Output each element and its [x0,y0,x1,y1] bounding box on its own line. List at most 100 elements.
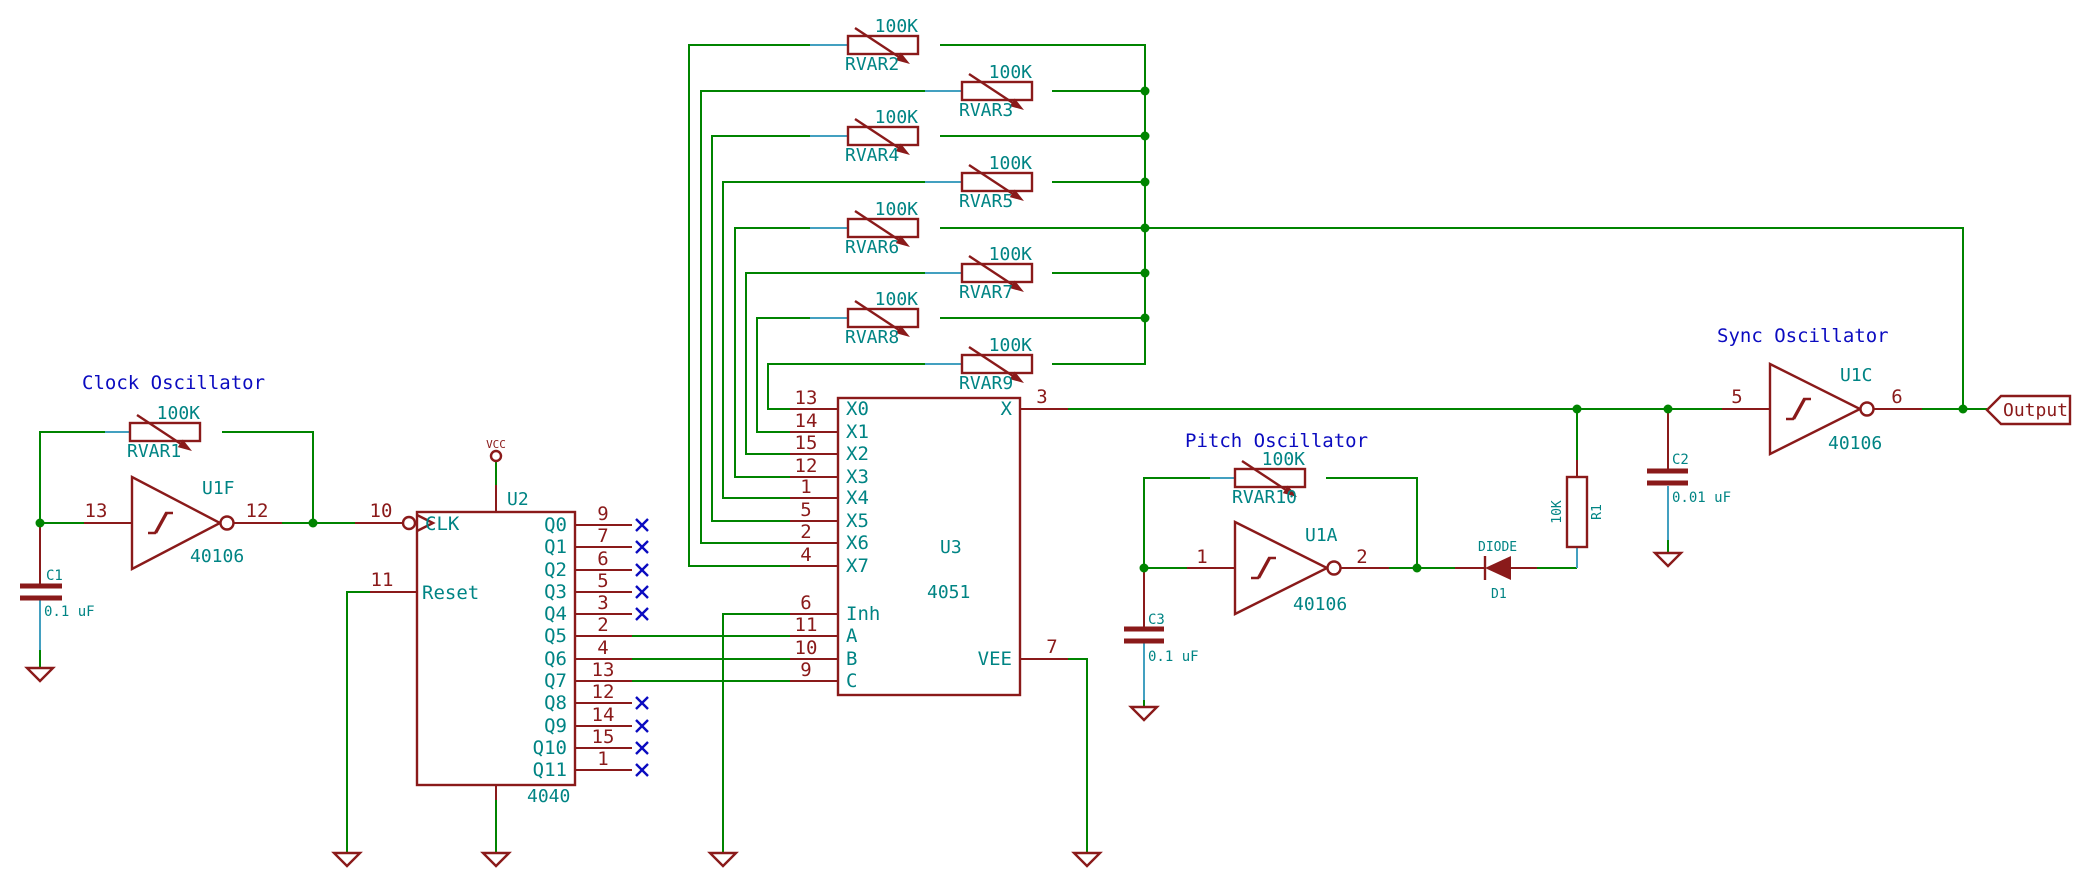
c1-capacitor[interactable]: C1 0.1 uF [20,568,95,620]
u1a-schmitt-inverter[interactable]: U1A 40106 1 2 [1196,520,1368,616]
pin-name: Q7 [544,670,567,692]
pin-name: Q3 [544,581,567,603]
pin-number: 9 [800,659,811,681]
ic-part: 4051 [927,582,970,603]
pin-name: X1 [846,421,869,443]
pin-stubs [39,408,1922,800]
cap-ref: C3 [1148,612,1165,628]
pin-number: 3 [1036,386,1047,408]
output-port-flag[interactable]: Output [1985,394,2072,426]
sync-oscillator-title: Sync Oscillator [1717,325,1889,347]
ic-part: 4040 [527,786,570,807]
pin-number: 2 [800,521,811,543]
pin-name: VEE [978,648,1012,670]
inverter-ref: U1C [1840,365,1873,386]
pin-number: 7 [597,525,608,547]
pin-number: 12 [246,500,269,522]
r1-resistor[interactable]: 10K R1 [1550,475,1605,549]
pin-number: 5 [597,570,608,592]
vcc-label: VCC [486,438,506,451]
inverter-bubble [219,515,235,531]
wires-green[interactable] [39,44,1987,853]
inverter-bubble [1859,401,1875,417]
schmitt-hysteresis-icon [1251,556,1276,580]
pin-name: X4 [846,487,869,509]
diode-ref: D1 [1491,587,1507,602]
pin-name: Q11 [533,759,567,781]
inverter-ref: U1A [1305,525,1338,546]
output-label: Output [2003,400,2068,421]
resistor-value: 100K [875,289,919,310]
d1-diode[interactable]: DIODE D1 [1478,540,1517,602]
c3-capacitor[interactable]: C3 0.1 uF [1124,612,1199,665]
rvar1-variable-resistor[interactable]: 100K RVAR1 [127,403,202,462]
pitch-oscillator-title: Pitch Oscillator [1185,430,1368,452]
resistor-ref: RVAR3 [959,100,1013,121]
inverter-part: 40106 [1828,433,1882,454]
rvar3-variable-resistor[interactable]: 100K RVAR3 [959,62,1034,121]
rvar6-variable-resistor[interactable]: 100K RVAR6 [845,199,920,258]
rvar8-variable-resistor[interactable]: 100K RVAR8 [845,289,920,348]
ic-ref: U2 [507,489,529,510]
rvar2-variable-resistor[interactable]: 100K RVAR2 [845,16,920,75]
pin-name: A [846,625,858,647]
pin-number: 13 [795,387,818,409]
rvar5-variable-resistor[interactable]: 100K RVAR5 [959,153,1034,212]
pin-number: 6 [1891,386,1902,408]
c2-capacitor[interactable]: C2 0.01 uF [1647,452,1731,506]
pin-number: 10 [370,500,393,522]
pin-number: 7 [1046,636,1057,658]
resistor-value: 100K [157,403,201,424]
resistor-value: 100K [875,199,919,220]
ic-ref: U3 [940,537,962,558]
u3-4051-multiplexer[interactable]: U3 4051 X0 13 X1 14 X2 15 X3 12 X4 1 X5 … [795,386,1058,697]
pin-name: Q6 [544,648,567,670]
resistor-value: 100K [875,107,919,128]
resistor-ref: RVAR7 [959,282,1013,303]
pin-name: X3 [846,466,869,488]
cap-value: 0.1 uF [1148,649,1199,665]
rvar9-variable-resistor[interactable]: 100K RVAR9 [959,335,1034,394]
pin-number: 6 [800,592,811,614]
vcc-power-symbol[interactable]: VCC [486,438,506,463]
pin-name: Q0 [544,514,567,536]
rvar7-variable-resistor[interactable]: 100K RVAR7 [959,244,1034,303]
pin-name: C [846,670,857,692]
resistor-value: 100K [989,244,1033,265]
schmitt-hysteresis-icon [1786,397,1811,421]
cap-value: 0.1 uF [44,604,95,620]
pin-number: 3 [597,592,608,614]
pin-number: 1 [597,748,608,770]
u1c-schmitt-inverter[interactable]: U1C 40106 5 6 [1731,362,1903,456]
rvar4-variable-resistor[interactable]: 100K RVAR4 [845,107,920,166]
gnd-symbols [24,551,1684,868]
pin-name: X [1001,398,1013,420]
pin-name: Inh [846,603,880,625]
pin-number: 5 [800,499,811,521]
pin-name: Q2 [544,559,567,581]
pin-name: X2 [846,443,869,465]
resistor-ref: RVAR1 [127,441,181,462]
cap-value: 0.01 uF [1672,490,1731,506]
clock-oscillator-title: Clock Oscillator [82,372,265,394]
schmitt-hysteresis-icon [148,511,173,535]
pin-number: 5 [1731,386,1742,408]
pin-name: CLK [425,513,460,535]
resistor-ref: RVAR10 [1232,487,1297,508]
u1f-schmitt-inverter[interactable]: U1F 40106 13 12 [85,475,269,571]
resistor-value: 100K [1262,449,1306,470]
pin-number: 1 [800,476,811,498]
pin-name: X7 [846,555,869,577]
u2-4040-counter[interactable]: U2 4040 CLK 10 Reset 11 Q0 9 Q1 7 Q2 6 Q… [370,489,615,807]
resistor-ref: RVAR9 [959,373,1013,394]
resistor-value: 100K [989,62,1033,83]
rvar10-variable-resistor[interactable]: 100K RVAR10 [1232,449,1307,508]
resistor-value: 100K [989,153,1033,174]
pin-name: Reset [422,582,479,604]
junction-dots [35,86,1968,573]
pin-name: X0 [846,398,869,420]
pin-name: Q8 [544,692,567,714]
pin-number: 2 [1356,546,1367,568]
